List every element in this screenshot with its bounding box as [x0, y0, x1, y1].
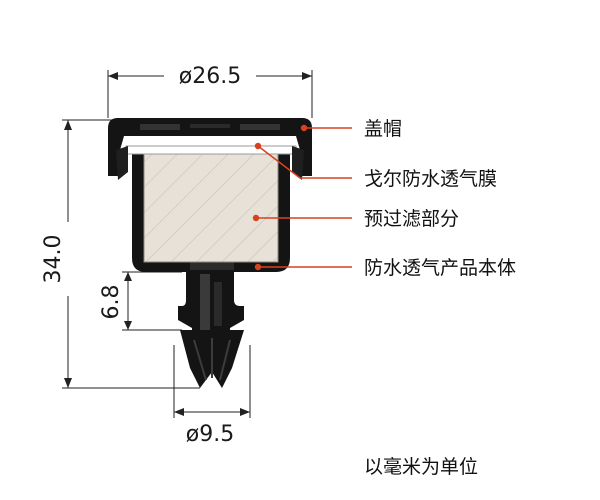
filter-label: 预过滤部分 [364, 208, 459, 230]
top-diameter-dimension: ø26.5 [107, 64, 313, 118]
filter-element [143, 153, 279, 263]
leader-lines [252, 124, 352, 271]
cap-label: 盖帽 [364, 118, 402, 140]
total-height-dimension: 34.0 [41, 119, 200, 389]
cap [108, 118, 312, 180]
units-note: 以毫米为单位 [364, 456, 478, 478]
body-label: 防水透气产品本体 [364, 257, 516, 279]
total-height-label: 34.0 [41, 235, 66, 284]
membrane-label: 戈尔防水透气膜 [364, 168, 497, 190]
bottom-diameter-label: ø9.5 [186, 422, 234, 447]
stem-height-dimension: 6.8 [99, 271, 182, 331]
vent-body [132, 146, 290, 388]
membrane-layer [125, 145, 297, 155]
stem-height-label: 6.8 [99, 285, 124, 320]
bottom-diameter-dimension: ø9.5 [173, 345, 251, 447]
top-diameter-label: ø26.5 [179, 64, 241, 89]
